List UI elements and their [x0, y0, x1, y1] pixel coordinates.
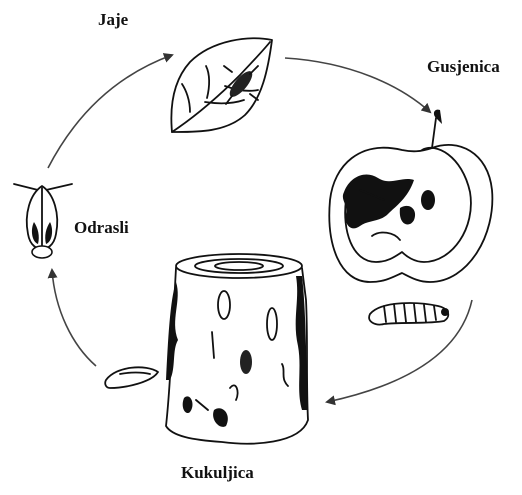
leaf-with-egg-icon — [171, 38, 272, 132]
arrow-adult-to-egg — [48, 55, 172, 168]
caterpillar-icon — [369, 303, 449, 324]
adult-moth-icon — [14, 184, 72, 258]
stage-label-pupa: Kukuljica — [181, 463, 254, 483]
stage-label-adult: Odrasli — [74, 218, 129, 238]
apple-with-larva-icon — [329, 110, 492, 282]
arrow-egg-to-larva — [285, 58, 430, 112]
stage-label-egg: Jaje — [98, 10, 128, 30]
stage-label-larva: Gusjenica — [427, 57, 500, 77]
arrow-pupa-to-adult — [52, 270, 96, 366]
pupa-icon — [105, 367, 158, 388]
tree-stump-pupa-icon — [166, 254, 308, 444]
